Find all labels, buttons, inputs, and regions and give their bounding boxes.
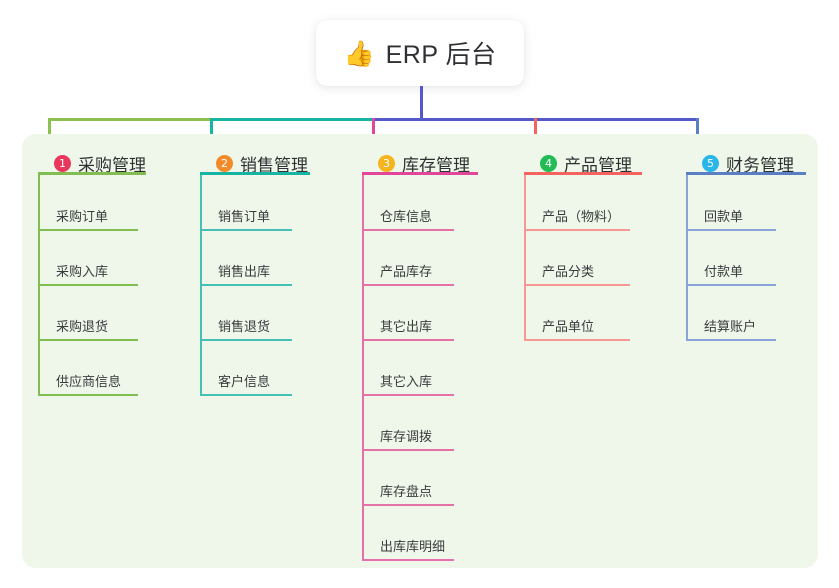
leaf-node[interactable]: 产品库存 [362, 231, 454, 286]
leaf-node[interactable]: 销售出库 [200, 231, 292, 286]
branch-header-4[interactable]: 4 产品管理 [524, 148, 632, 178]
branch-badge-3: 3 [378, 154, 395, 172]
leaf-rule [362, 284, 454, 286]
branch-badge-2: 2 [216, 154, 233, 172]
leaf-node[interactable]: 销售退货 [200, 286, 292, 341]
leaf-rule [38, 284, 138, 286]
thumbs-up-icon: 👍 [343, 38, 375, 68]
leaf-node[interactable]: 付款单 [686, 231, 776, 286]
connector-bar-seg-1 [48, 118, 213, 121]
connector-branch-drop-2 [210, 118, 213, 142]
branch-label-3: 库存管理 [402, 155, 470, 175]
leaf-node[interactable]: 客户信息 [200, 341, 292, 396]
branch-label-2: 销售管理 [240, 155, 308, 175]
root-title: ERP 后台 [385, 41, 497, 69]
leaf-label: 库存调拨 [380, 429, 433, 444]
leaf-rule [362, 394, 454, 396]
branch-rule-4 [524, 172, 642, 175]
leaf-label: 出库库明细 [380, 539, 446, 554]
leaf-node[interactable]: 采购退货 [38, 286, 138, 341]
branch-label-4: 产品管理 [564, 155, 632, 175]
leaf-node[interactable]: 产品单位 [524, 286, 630, 341]
leaf-label: 结算账户 [704, 319, 757, 334]
connector-branch-drop-4 [534, 118, 537, 142]
branch-badge-4: 4 [540, 154, 557, 172]
leaf-label: 其它入库 [380, 374, 433, 389]
leaf-label: 采购订单 [56, 209, 109, 224]
leaf-node[interactable]: 结算账户 [686, 286, 776, 341]
leaf-label: 采购退货 [56, 319, 109, 334]
leaf-label: 销售出库 [218, 264, 271, 279]
leaf-node[interactable]: 产品（物料） [524, 176, 630, 231]
leaf-label: 付款单 [704, 264, 744, 279]
leaf-node[interactable]: 采购订单 [38, 176, 138, 231]
leaf-rule [686, 339, 776, 341]
leaf-node[interactable]: 销售订单 [200, 176, 292, 231]
leaf-rule [362, 449, 454, 451]
leaf-node[interactable]: 出库库明细 [362, 506, 454, 561]
leaf-label: 产品库存 [380, 264, 433, 279]
branch-header-1[interactable]: 1 采购管理 [38, 148, 146, 178]
branch-rule-1 [38, 172, 146, 175]
leaf-rule [200, 229, 292, 231]
leaf-label: 库存盘点 [380, 484, 433, 499]
leaf-label: 产品分类 [542, 264, 595, 279]
leaf-label: 产品单位 [542, 319, 595, 334]
connector-branch-drop-5 [696, 118, 699, 142]
leaf-rule [38, 229, 138, 231]
branch-stem-5 [686, 175, 688, 340]
connector-root-drop [420, 86, 423, 121]
branch-badge-5: 5 [702, 154, 719, 172]
leaf-label: 客户信息 [218, 374, 271, 389]
branch-badge-1: 1 [54, 154, 71, 172]
leaf-node[interactable]: 供应商信息 [38, 341, 138, 396]
branch-rule-3 [362, 172, 478, 175]
leaf-node[interactable]: 其它入库 [362, 341, 454, 396]
leaf-rule [524, 229, 630, 231]
connector-branch-drop-1 [48, 118, 51, 142]
leaf-rule [200, 339, 292, 341]
connector-branch-drop-3 [372, 118, 375, 142]
leaf-label: 销售订单 [218, 209, 271, 224]
leaf-rule [200, 394, 292, 396]
leaf-rule [200, 284, 292, 286]
branches-panel [22, 134, 818, 568]
leaf-node[interactable]: 产品分类 [524, 231, 630, 286]
leaf-label: 其它出库 [380, 319, 433, 334]
branch-label-1: 采购管理 [78, 155, 146, 175]
branch-stem-3 [362, 175, 364, 560]
leaf-node[interactable]: 仓库信息 [362, 176, 454, 231]
leaf-label: 产品（物料） [542, 209, 621, 224]
leaf-rule [686, 229, 776, 231]
root-node[interactable]: 👍 ERP 后台 [316, 20, 524, 86]
leaf-rule [686, 284, 776, 286]
leaf-rule [524, 339, 630, 341]
leaf-node[interactable]: 采购入库 [38, 231, 138, 286]
branch-header-2[interactable]: 2 销售管理 [200, 148, 308, 178]
leaf-rule [362, 559, 454, 561]
connector-bar-seg-2 [210, 118, 375, 121]
leaf-node[interactable]: 其它出库 [362, 286, 454, 341]
branch-header-5[interactable]: 5 财务管理 [686, 148, 794, 178]
leaf-node[interactable]: 库存盘点 [362, 451, 454, 506]
leaf-rule [38, 394, 138, 396]
branch-stem-4 [524, 175, 526, 340]
leaf-label: 供应商信息 [56, 374, 122, 389]
branch-rule-5 [686, 172, 806, 175]
leaf-rule [362, 504, 454, 506]
leaf-rule [362, 339, 454, 341]
leaf-node[interactable]: 库存调拨 [362, 396, 454, 451]
branch-label-5: 财务管理 [726, 155, 794, 175]
leaf-label: 采购入库 [56, 264, 109, 279]
leaf-label: 仓库信息 [380, 209, 433, 224]
leaf-label: 销售退货 [218, 319, 271, 334]
leaf-rule [362, 229, 454, 231]
leaf-rule [524, 284, 630, 286]
leaf-rule [38, 339, 138, 341]
leaf-node[interactable]: 回款单 [686, 176, 776, 231]
branch-rule-2 [200, 172, 310, 175]
branch-header-3[interactable]: 3 库存管理 [362, 148, 470, 178]
leaf-label: 回款单 [704, 209, 744, 224]
